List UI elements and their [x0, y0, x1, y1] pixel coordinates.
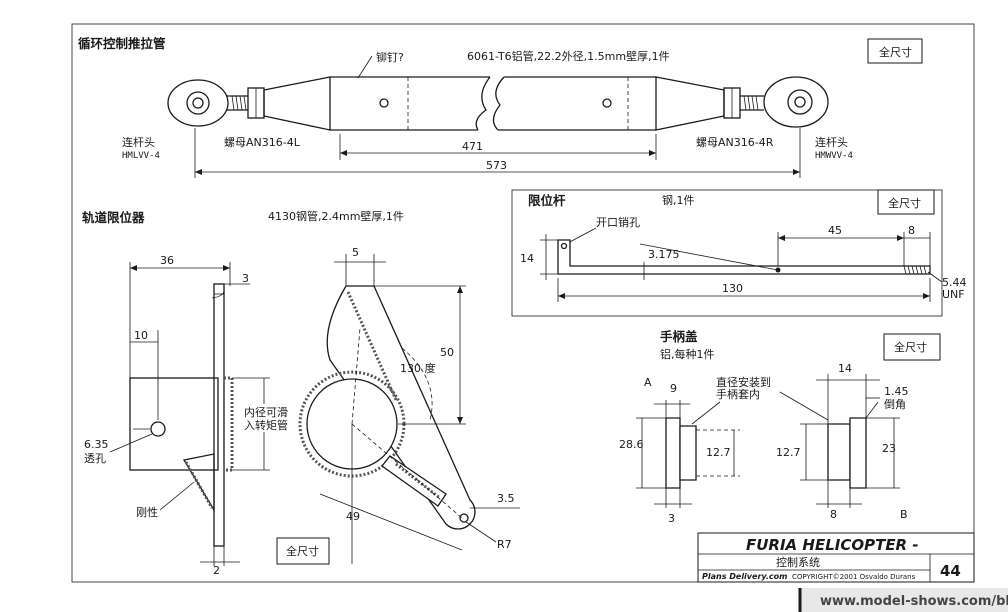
- right-nut: 螺母AN316-4R: [696, 136, 774, 149]
- rail-stop-scale: 全尺寸: [286, 544, 319, 558]
- title-block-title: FURIA HELICOPTER -: [746, 536, 919, 554]
- gusset: [182, 453, 215, 513]
- rigid-label: 刚性: [136, 505, 158, 519]
- dim-130: 130: [722, 282, 743, 295]
- dim-3: 3: [242, 272, 249, 285]
- dim-1-45: 1.45: [884, 385, 909, 398]
- right-end-part: HMWVV-4: [815, 151, 853, 161]
- dim-50: 50: [440, 346, 454, 359]
- bore-note-2: 入转矩管: [244, 418, 288, 432]
- dim-14-b: 14: [838, 362, 852, 375]
- dim-49: 49: [346, 510, 360, 523]
- cap-b-boss: [827, 423, 851, 481]
- dim-3-5: 3.5: [497, 492, 515, 505]
- limit-rod-section: 限位杆 钢,1件 全尺寸 开口销孔 14 3.175 45 8 130 5.44…: [511, 189, 967, 317]
- dim-14: 14: [520, 252, 534, 265]
- copyright: COPYRIGHT©2001 Osvaldo Durans: [792, 573, 916, 581]
- fit-note-2: 手柄套内: [716, 387, 760, 401]
- sheet-border: [71, 23, 975, 583]
- pin-hole-label: 开口销孔: [596, 215, 640, 229]
- pushrod-scale: 全尺寸: [879, 45, 912, 59]
- fit-note-1: 直径安装到: [716, 375, 771, 389]
- dim-8: 8: [908, 224, 915, 237]
- dim-2: 2: [213, 564, 220, 577]
- through-hole: [150, 421, 166, 437]
- dim-573: 573: [486, 159, 507, 172]
- publisher: Plans Delivery.com: [702, 572, 787, 581]
- dim-8-b: 8: [830, 508, 837, 521]
- cap-a-flange: [665, 417, 681, 489]
- bore-note-1: 内径可滑: [244, 405, 288, 419]
- page-number: 44: [940, 562, 961, 580]
- right-rod-end: [723, 76, 829, 128]
- handle-cap-scale: 全尺寸: [894, 340, 927, 354]
- rail-stop-scale-box: [276, 537, 330, 565]
- dim-23: 23: [882, 442, 896, 455]
- dim-10: 10: [134, 329, 148, 342]
- thread-size: 5.44: [942, 276, 967, 289]
- dim-45: 45: [828, 224, 842, 237]
- handle-cap-title: 手柄盖: [660, 329, 698, 344]
- hole-dia: 6.35: [84, 438, 109, 451]
- rivet-label: 铆钉?: [376, 50, 404, 64]
- pushrod-title: 循环控制推拉管: [78, 36, 166, 51]
- angle-130: 130 度: [400, 361, 436, 375]
- watermark: www.model-shows.com/bbs: [798, 588, 1008, 612]
- dim-9: 9: [670, 382, 677, 395]
- title-block: FURIA HELICOPTER - 控制系统 Plans Delivery.c…: [697, 532, 975, 583]
- rivet-hole-left: [379, 98, 389, 108]
- pushrod-section: 循环控制推拉管 全尺寸 铆钉? 6061-T6铝管,22.2外径,1.5mm壁厚…: [78, 36, 923, 178]
- rail-stop-section: 轨道限位器 4130钢管,2.4mm壁厚,1件 36 3 10 6.35 透孔 …: [82, 209, 520, 577]
- view-b-label: B: [900, 508, 908, 521]
- hole-label: 透孔: [84, 452, 106, 465]
- title-block-subtitle: 控制系统: [776, 555, 820, 569]
- dim-3-a: 3: [668, 512, 675, 525]
- rail-stop-title: 轨道限位器: [82, 210, 145, 225]
- pin-hole-front: [459, 513, 469, 523]
- left-taper: [263, 76, 331, 131]
- limit-rod-title: 限位杆: [528, 193, 566, 208]
- plate-side-view: [213, 283, 225, 547]
- rail-stop-material: 4130钢管,2.4mm壁厚,1件: [268, 209, 404, 223]
- limit-rod-scale-box: [877, 189, 935, 215]
- dim-36: 36: [160, 254, 174, 267]
- rivet-hole-right: [602, 98, 612, 108]
- radius-r7: R7: [497, 538, 512, 551]
- watermark-text: www.model-shows.com/bbs: [820, 594, 1008, 609]
- pushrod-material: 6061-T6铝管,22.2外径,1.5mm壁厚,1件: [467, 49, 670, 63]
- dim-471: 471: [462, 140, 483, 153]
- break-right: [492, 76, 505, 131]
- left-rod-end: [167, 79, 265, 127]
- left-end-part: HMLVV-4: [122, 151, 160, 161]
- cap-a-boss: [679, 425, 697, 481]
- limit-rod-body: [557, 239, 931, 275]
- left-end-label: 连杆头: [122, 135, 155, 149]
- handle-cap-scale-box: [883, 333, 941, 361]
- limit-rod-scale: 全尺寸: [888, 196, 921, 210]
- handle-cap-material: 铝,每种1件: [660, 347, 715, 361]
- limit-rod-frame: [511, 189, 943, 317]
- cap-b-flange: [849, 417, 867, 489]
- dim-12-7-b: 12.7: [776, 446, 801, 459]
- chamfer-label: 倒角: [884, 398, 906, 411]
- handle-cap-section: 手柄盖 铝,每种1件 全尺寸 A 9 28.6 12.7 3 直径安装到 手柄套…: [619, 329, 941, 525]
- right-end-label: 连杆头: [815, 135, 848, 149]
- view-a-label: A: [644, 376, 652, 389]
- break-left: [475, 76, 491, 131]
- dim-28-6: 28.6: [619, 438, 644, 451]
- thread-type: UNF: [942, 288, 965, 301]
- limit-rod-material: 钢,1件: [662, 194, 695, 207]
- dim-5: 5: [352, 246, 359, 259]
- dim-3-175: 3.175: [648, 248, 680, 261]
- right-taper: [655, 76, 725, 131]
- dim-12-7-a: 12.7: [706, 446, 731, 459]
- tube-side-view: [129, 377, 219, 471]
- left-nut: 螺母AN316-4L: [224, 136, 301, 149]
- pushrod-scale-box: [867, 38, 923, 64]
